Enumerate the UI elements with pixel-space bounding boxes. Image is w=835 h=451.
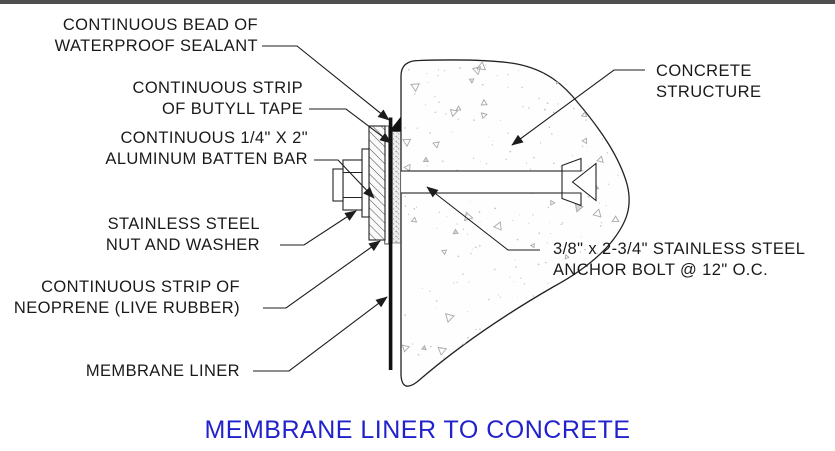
label-line: MEMBRANE LINER: [85, 362, 240, 380]
label-anchor-bolt: 3/8" x 2-3/4" STAINLESS STEEL ANCHOR BOL…: [553, 239, 805, 281]
label-line: ANCHOR BOLT @ 12" O.C.: [553, 261, 769, 279]
label-line: 3/8" x 2-3/4" STAINLESS STEEL: [553, 240, 806, 258]
butyl-tape-strip: [392, 131, 401, 244]
leader-sealant: [262, 45, 390, 121]
label-nut-and-washer: STAINLESS STEEL NUT AND WASHER: [106, 214, 260, 256]
leader-membrane: [253, 296, 388, 372]
concrete-structure-shape: [400, 59, 630, 387]
label-line: NEOPRENE (LIVE RUBBER): [13, 299, 240, 317]
label-line: OF BUTYLL TAPE: [162, 100, 303, 118]
top-border-bar: [0, 0, 835, 4]
label-membrane-liner: MEMBRANE LINER: [86, 361, 240, 382]
batten-bar-shape: [368, 125, 386, 241]
label-butyl-tape: CONTINUOUS STRIP OF BUTYLL TAPE: [133, 78, 304, 120]
membrane-liner-line: [388, 117, 393, 370]
label-line: CONTINUOUS STRIP OF: [41, 278, 240, 296]
leader-batten: [314, 159, 375, 199]
label-line: NUT AND WASHER: [105, 236, 260, 254]
sealant-bead: [389, 116, 401, 132]
leader-lines: [253, 45, 645, 372]
leader-neoprene: [263, 240, 381, 309]
leader-anchor: [426, 186, 540, 251]
leader-concrete: [511, 69, 645, 146]
label-line: WATERPROOF SEALANT: [54, 37, 258, 55]
nut-and-washer-shape: [332, 148, 370, 218]
label-neoprene-strip: CONTINUOUS STRIP OF NEOPRENE (LIVE RUBBE…: [14, 277, 240, 319]
drawing-title: MEMBRANE LINER TO CONCRETE: [204, 416, 631, 444]
label-aluminum-batten-bar: CONTINUOUS 1/4" X 2" ALUMINUM BATTEN BAR: [105, 128, 308, 170]
label-concrete-structure: CONCRETE STRUCTURE: [656, 61, 761, 103]
label-line: CONCRETE: [656, 62, 752, 80]
leader-nut: [280, 210, 357, 246]
label-line: STAINLESS STEEL: [107, 215, 260, 233]
anchor-bolt-shape: [399, 157, 597, 207]
label-line: CONTINUOUS STRIP: [132, 79, 303, 97]
label-line: ALUMINUM BATTEN BAR: [105, 150, 308, 168]
leader-butyl: [309, 108, 392, 144]
label-line: CONTINUOUS BEAD OF: [62, 16, 258, 34]
label-waterproof-sealant: CONTINUOUS BEAD OF WATERPROOF SEALANT: [55, 15, 258, 57]
label-line: CONTINUOUS 1/4" X 2": [120, 129, 308, 147]
label-line: STRUCTURE: [656, 83, 762, 101]
